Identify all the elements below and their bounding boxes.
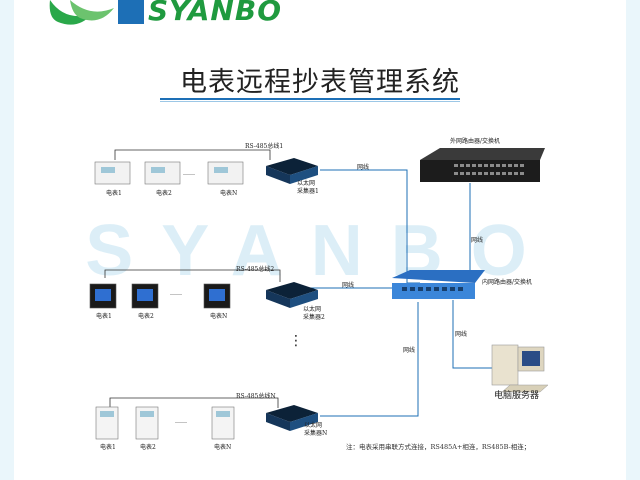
rowN-meters [95, 406, 235, 440]
meter-label-r1-2: 电表2 [156, 190, 172, 197]
bus-rowN [109, 397, 279, 408]
bus-label-1: RS-485总线1 [245, 143, 284, 150]
bus-label-n: RS-485总线N [236, 393, 276, 400]
gateway-n [266, 405, 318, 431]
wan-switch-icon [420, 148, 545, 182]
gateway-2 [266, 282, 318, 308]
meter-label-r2-2: 电表2 [138, 313, 154, 320]
row2-meters [89, 283, 231, 309]
din-meter-1 [94, 161, 131, 185]
footnote: 注：电表采用串联方式连接，RS485A+相连，RS485B-相连； [346, 443, 531, 451]
lan-switch-label: 内网路由器/交换机 [482, 279, 533, 286]
gateway-label-1b: 采集器1 [297, 188, 319, 195]
wan-switch-label: 外网路由器/交换机 [450, 138, 501, 145]
title-underline [160, 98, 460, 100]
logo-text: SYANBO [148, 0, 283, 27]
wire-label-wan-lan: 网线 [471, 237, 484, 244]
vertical-ellipsis: ⋮ [289, 333, 303, 349]
gateway-1 [266, 158, 318, 184]
bus-row1 [114, 149, 271, 160]
meter-label-rn-n: 电表N [214, 444, 232, 451]
panel-meter-2 [131, 283, 159, 309]
gateway-label-2a: 以太网 [303, 306, 322, 313]
wire-label-server: 网线 [455, 331, 468, 338]
ellipsis-row2: …… [170, 290, 182, 297]
gateway-label-nb: 采集器N [304, 430, 328, 437]
gateway-label-2b: 采集器2 [303, 314, 325, 321]
logo-leaf-icon [49, 0, 144, 25]
link-lan-server [452, 300, 500, 369]
tall-meter-2 [135, 406, 159, 440]
link-gateway1-lan [320, 169, 420, 284]
panel-meter-1 [89, 283, 117, 309]
tall-meter-n [211, 406, 235, 440]
server-label: 电脑服务器 [494, 391, 540, 401]
panel-meter-n [203, 283, 231, 309]
link-gatewayN-lan [320, 302, 419, 417]
meter-label-rn-2: 电表2 [140, 444, 156, 451]
meter-label-r2-n: 电表N [210, 313, 228, 320]
gateway-label-1a: 以太网 [297, 180, 316, 187]
meter-label-r1-n: 电表N [220, 190, 238, 197]
rs485-buses [104, 149, 281, 408]
ellipsis-row1: …… [183, 170, 195, 177]
bus-label-2: RS-485总线2 [236, 266, 275, 273]
diagram-title: 电表远程抄表管理系统 [180, 67, 460, 98]
wire-label-n: 网线 [403, 347, 416, 354]
brand-logo: SYANBO [30, 0, 281, 27]
meter-label-r2-1: 电表1 [96, 313, 112, 320]
row1-meters [94, 161, 244, 185]
tall-meter-1 [95, 406, 119, 440]
din-meter-n [207, 161, 244, 185]
wire-label-1: 网线 [357, 164, 370, 171]
bus-row2 [104, 269, 281, 282]
meter-label-rn-1: 电表1 [100, 444, 116, 451]
meter-label-r1-1: 电表1 [106, 190, 122, 197]
page-background [14, 0, 626, 480]
lan-switch-icon [392, 270, 485, 299]
server-pc-icon [491, 344, 549, 393]
title-underline-thin [160, 101, 460, 102]
ellipsis-rowN: …… [175, 418, 187, 425]
wire-label-2: 网线 [342, 282, 355, 289]
din-meter-2 [144, 161, 181, 185]
gateway-label-na: 以太网 [304, 422, 323, 429]
